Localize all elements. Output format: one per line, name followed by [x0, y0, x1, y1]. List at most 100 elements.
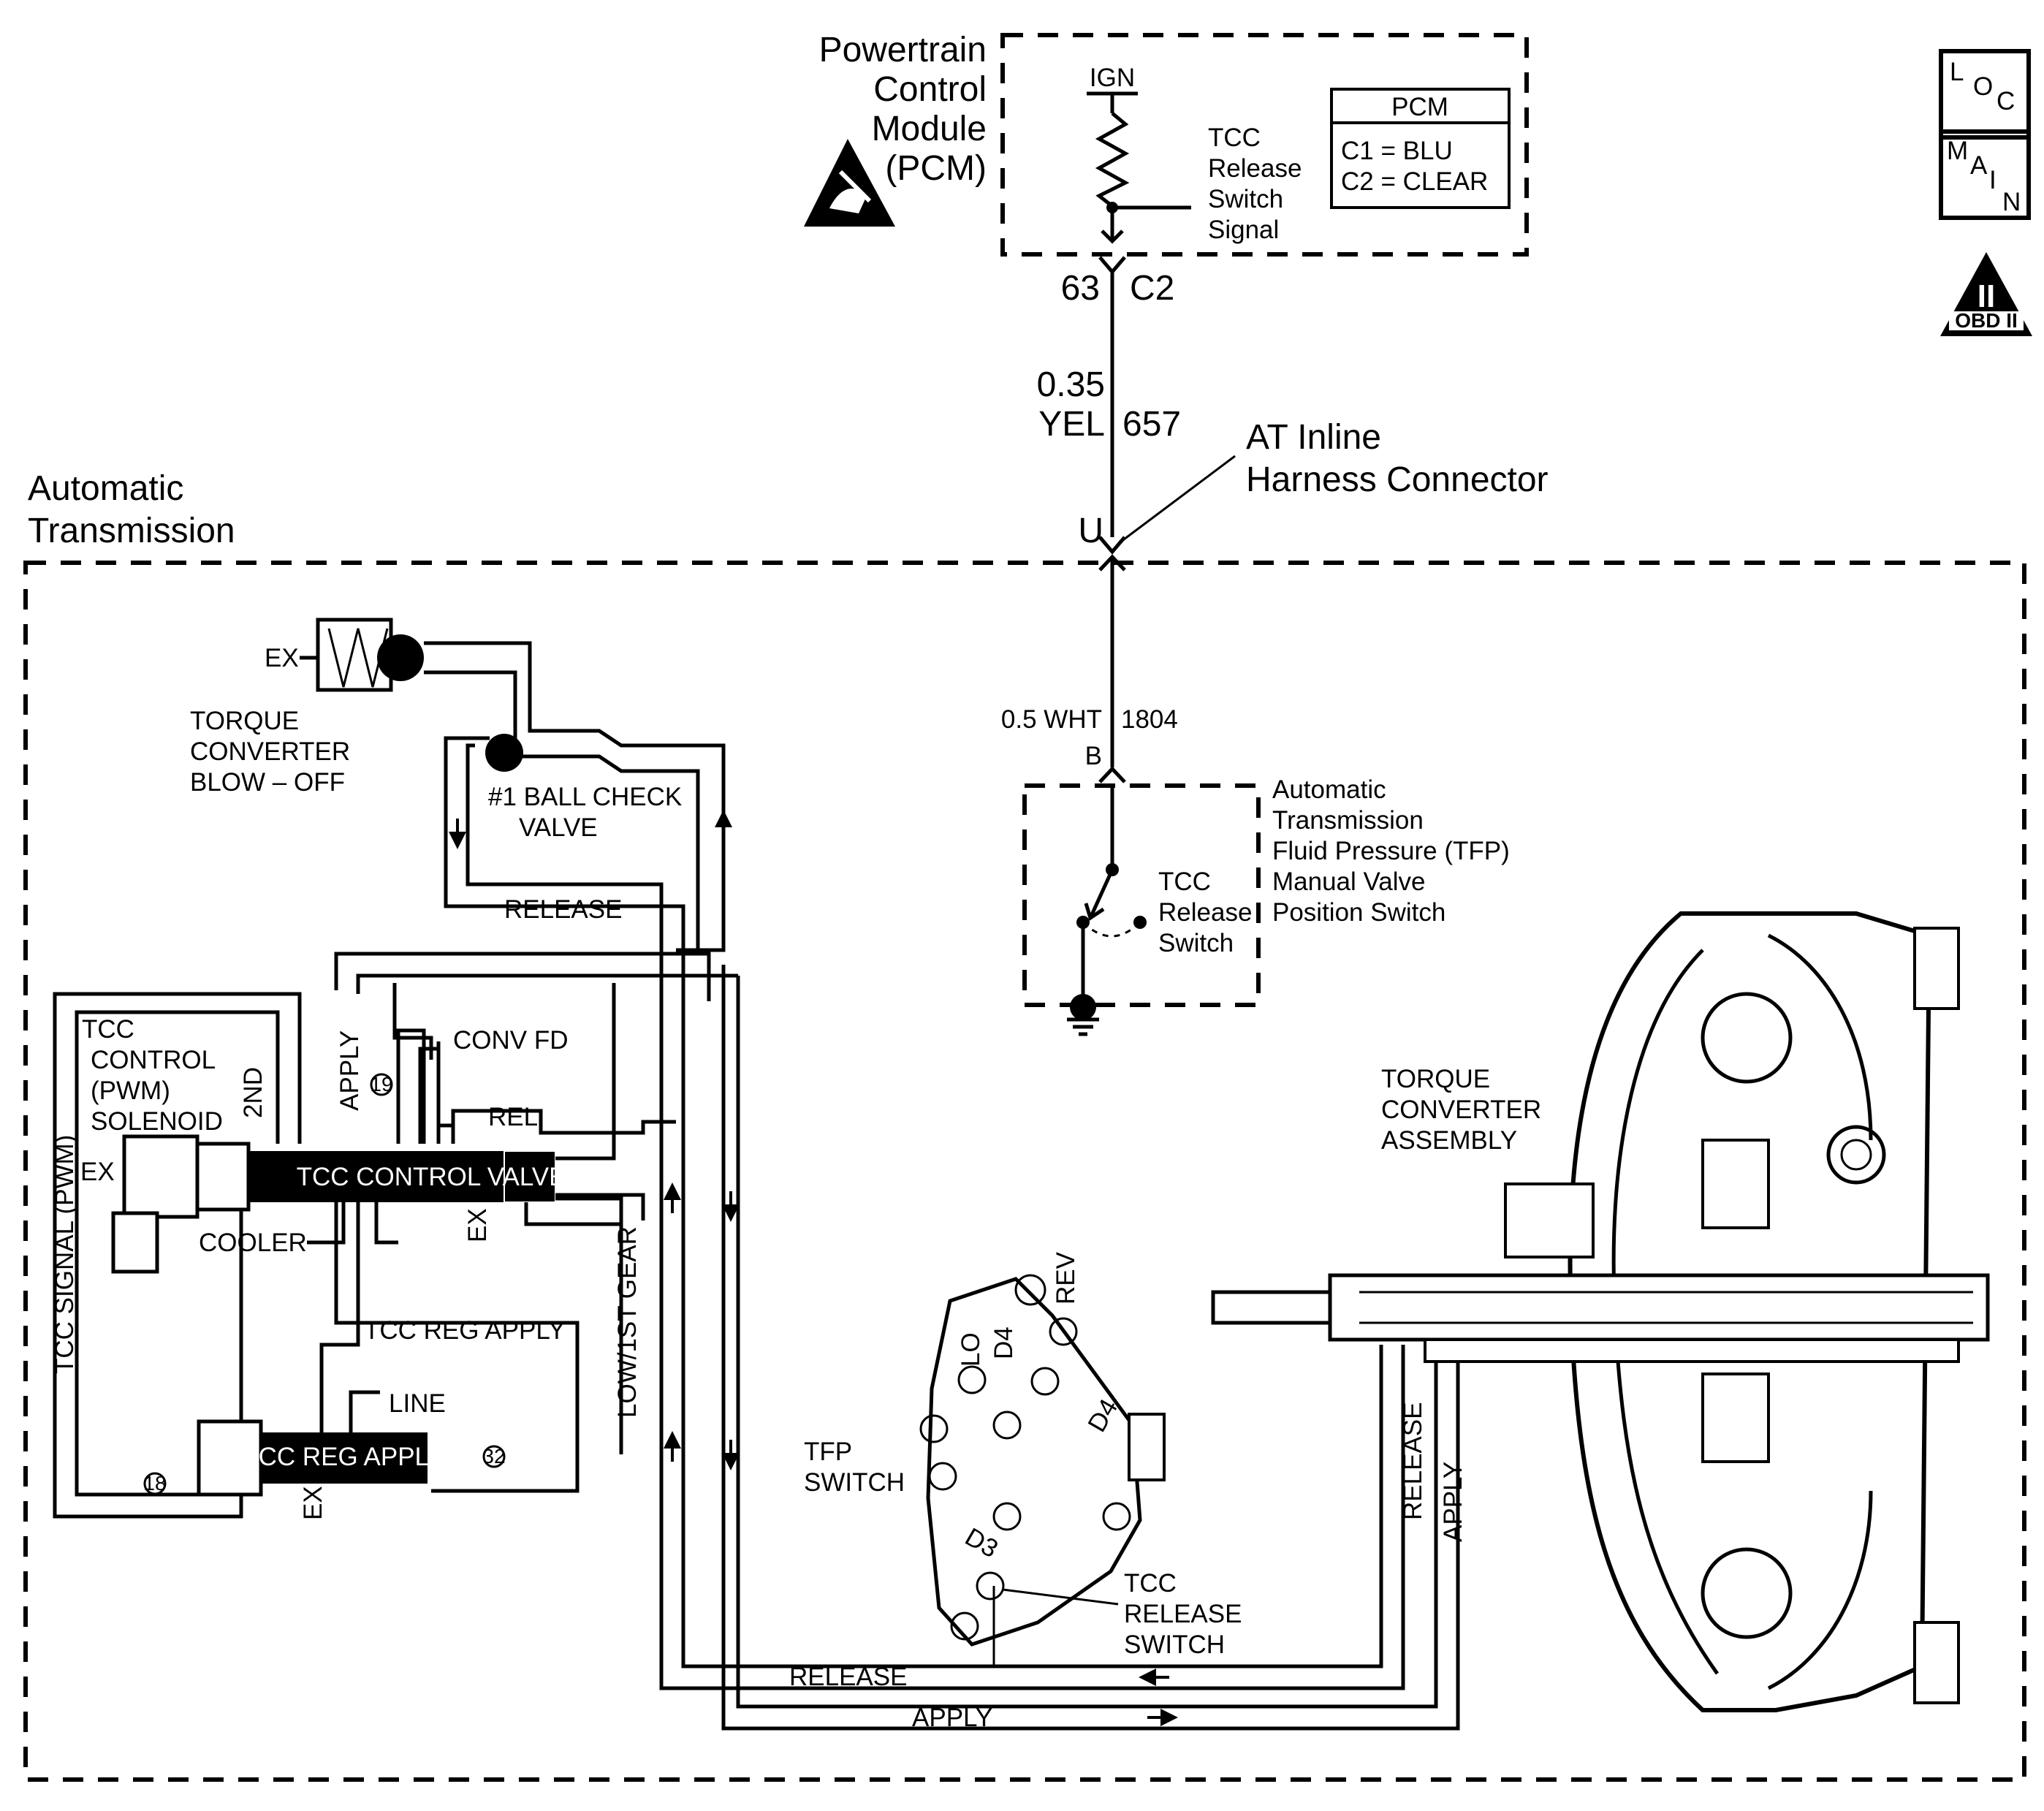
tfp-switch-assembly — [919, 1274, 1166, 1666]
svg-text:I: I — [1989, 166, 1996, 194]
conv-feed-passage: 19 — [370, 1028, 455, 1144]
svg-text:Transmission: Transmission — [1272, 806, 1424, 835]
svg-text:#1 BALL CHECK: #1 BALL CHECK — [488, 783, 682, 811]
blowoff-valve: EX — [265, 618, 482, 692]
tcc-control-valve: TCC CONTROL VALVE — [297, 983, 645, 1279]
transmission-box — [23, 561, 2026, 1782]
svg-text:C2: C2 — [1130, 269, 1174, 308]
cooler-passage — [307, 1199, 346, 1245]
converter-label-3: ASSEMBLY — [1381, 1126, 1517, 1155]
svg-text:Release: Release — [1158, 898, 1252, 927]
converter-apply-label: APPLY — [1439, 1462, 1467, 1542]
svg-text:EX: EX — [265, 644, 299, 672]
svg-text:Module: Module — [872, 110, 987, 148]
svg-text:TCC: TCC — [1124, 1569, 1177, 1598]
converter-release-label: RELEASE — [1399, 1402, 1427, 1520]
second-gear-label: 2ND — [239, 1067, 267, 1118]
svg-text:AT Inline: AT Inline — [1246, 418, 1381, 457]
pcm-ign-resistor: IGN — [1087, 64, 1191, 244]
svg-text:CONTROL: CONTROL — [91, 1046, 216, 1074]
svg-text:N: N — [2002, 188, 2021, 216]
main-icon[interactable]: M A I N — [1939, 129, 2031, 220]
svg-text:32: 32 — [482, 1445, 505, 1468]
tcc-reg-apply-line-label: TCC REG APPLY — [364, 1316, 566, 1345]
ball-check-passages — [444, 641, 732, 965]
svg-text:TCC: TCC — [1158, 867, 1211, 896]
converter-label-2: CONVERTER — [1381, 1096, 1541, 1124]
pcm-connector-c2: 63 C2 — [1061, 256, 1174, 308]
svg-text:REV: REV — [1052, 1251, 1080, 1305]
loc-icon[interactable]: L O C — [1939, 49, 2031, 140]
tfp-switch-box — [1022, 783, 1261, 1007]
svg-text:(PCM): (PCM) — [885, 149, 987, 188]
esd-warning-icon — [804, 139, 895, 227]
svg-text:Switch: Switch — [1158, 929, 1234, 957]
converter-label: TORQUE — [1381, 1065, 1490, 1093]
pcm-connector-table: PCM C1 = BLU C2 = CLEAR — [1330, 88, 1511, 209]
ball-check-label: #1 BALL CHECK VALVE — [488, 783, 682, 842]
svg-text:63: 63 — [1061, 269, 1100, 308]
reg-valve-ex-label: EX — [299, 1486, 327, 1520]
tfp-switch-label: Automatic Transmission Fluid Pressure (T… — [1272, 775, 1510, 927]
svg-text:TCC REG APPLY: TCC REG APPLY — [243, 1443, 444, 1471]
apply-passage-label-bottom: APPLY — [912, 1704, 992, 1732]
svg-text:TFP: TFP — [804, 1438, 852, 1466]
low-gear-label: LOW/1ST GEAR — [613, 1226, 642, 1418]
svg-text:BLOW – OFF: BLOW – OFF — [190, 768, 345, 797]
svg-text:A: A — [1970, 151, 1988, 180]
svg-text:Harness Connector: Harness Connector — [1246, 460, 1549, 499]
converter-feed-passages — [659, 965, 1460, 1731]
svg-text:1804: 1804 — [1121, 705, 1178, 734]
tcc-release-switch-label: TCC Release Switch — [1158, 867, 1252, 957]
pcm-signal-label: TCC Release Switch Signal — [1208, 124, 1302, 244]
svg-text:Powertrain: Powertrain — [819, 31, 987, 69]
svg-text:Switch: Switch — [1208, 185, 1283, 213]
svg-text:D4: D4 — [989, 1326, 1018, 1359]
svg-text:B: B — [1085, 742, 1102, 770]
pcm-title: Powertrain Control Module (PCM) — [819, 31, 987, 188]
release-passage-label-bottom: RELEASE — [789, 1663, 907, 1691]
svg-text:YEL: YEL — [1038, 405, 1105, 444]
svg-text:SWITCH: SWITCH — [1124, 1630, 1225, 1659]
svg-text:IGN: IGN — [1090, 64, 1135, 92]
svg-text:SOLENOID: SOLENOID — [91, 1107, 223, 1136]
svg-text:TCC CONTROL VALVE: TCC CONTROL VALVE — [297, 1163, 566, 1191]
svg-text:TCC: TCC — [1208, 124, 1261, 152]
svg-text:L: L — [1950, 58, 1964, 86]
obd-ii-icon[interactable]: II OBD II — [1940, 252, 2032, 336]
release-passage-label-top: RELEASE — [504, 895, 622, 924]
svg-text:(PWM): (PWM) — [91, 1077, 170, 1105]
svg-text:PCM: PCM — [1391, 93, 1448, 121]
valve-ex-label: EX — [463, 1208, 492, 1242]
svg-text:C: C — [1996, 87, 2015, 115]
rel-label: REL — [488, 1103, 538, 1131]
pcm-box — [1000, 33, 1529, 257]
svg-text:18: 18 — [143, 1472, 166, 1495]
svg-text:EX: EX — [80, 1158, 115, 1186]
svg-text:II: II — [1977, 278, 1995, 314]
conv-fd-label: CONV FD — [453, 1026, 569, 1055]
inline-connector: AT Inline Harness Connector U — [1078, 418, 1549, 572]
svg-text:M: M — [1947, 137, 1968, 165]
svg-text:Signal: Signal — [1208, 216, 1279, 244]
tcc-reg-apply-passage — [319, 1202, 580, 1493]
svg-text:RELEASE: RELEASE — [1124, 1600, 1242, 1628]
converter-shaft — [1211, 1273, 1990, 1363]
wire-1804-label: 0.5 WHT 1804 B — [1001, 705, 1178, 783]
svg-text:U: U — [1078, 512, 1103, 550]
wire-657-label: 0.35 YEL 657 — [1037, 365, 1182, 444]
svg-text:TCC: TCC — [82, 1015, 134, 1044]
svg-text:VALVE: VALVE — [519, 813, 598, 842]
svg-text:LO: LO — [957, 1332, 985, 1367]
tcc-reg-apply-valve: TCC REG APPLY 32 18 — [143, 1419, 506, 1497]
cooler-label: COOLER — [199, 1229, 307, 1257]
svg-text:Control: Control — [873, 70, 987, 109]
svg-text:Position Switch: Position Switch — [1272, 898, 1445, 927]
svg-text:C2 = CLEAR: C2 = CLEAR — [1341, 167, 1488, 196]
rel-passage — [451, 1109, 676, 1144]
tcc-release-switch-symbol — [1067, 786, 1147, 1036]
svg-text:0.35: 0.35 — [1037, 365, 1105, 404]
tcc-signal-label: TCC SIGNAL (PWM) — [50, 1135, 79, 1374]
svg-text:0.5 WHT: 0.5 WHT — [1001, 705, 1102, 734]
svg-text:O: O — [1973, 72, 1993, 101]
